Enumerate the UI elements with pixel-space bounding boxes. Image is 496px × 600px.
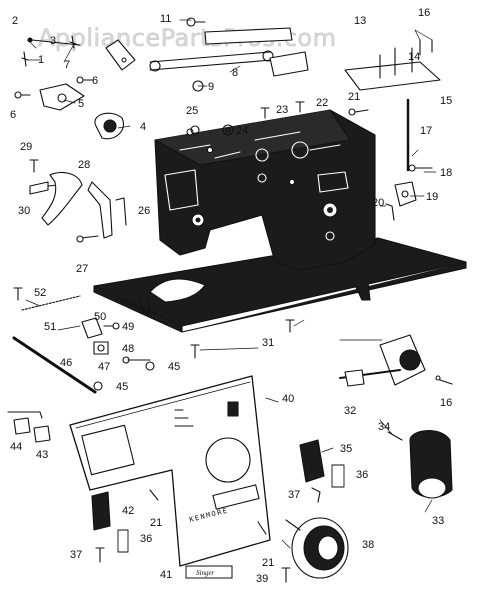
callout-21b: 21: [150, 517, 162, 529]
callout-38: 38: [362, 539, 374, 551]
callout-30: 30: [18, 205, 30, 217]
callout-52: 52: [34, 287, 46, 299]
callout-3: 3: [50, 35, 56, 47]
callout-23: 23: [276, 104, 288, 116]
callout-5: 5: [78, 98, 84, 110]
callout-35: 35: [340, 443, 352, 455]
callout-19: 19: [426, 191, 438, 203]
callout-28: 28: [78, 159, 90, 171]
callout-4: 4: [140, 121, 146, 133]
callout-48: 48: [122, 343, 134, 355]
callout-46: 46: [60, 357, 72, 369]
callout-40: 40: [282, 393, 294, 405]
callout-36a: 36: [356, 469, 368, 481]
callout-29: 29: [20, 141, 32, 153]
callout-20: 20: [372, 197, 384, 209]
callout-9: 9: [208, 81, 214, 93]
callout-1: 1: [38, 54, 44, 66]
callout-21c: 21: [262, 557, 274, 569]
callout-32: 32: [344, 405, 356, 417]
callout-49: 49: [122, 321, 134, 333]
callout-39: 39: [256, 573, 268, 585]
badge-text: Singer: [196, 569, 215, 577]
callout-15: 15: [440, 95, 452, 107]
callout-16b: 16: [440, 397, 452, 409]
left-mid-parts: [29, 159, 127, 243]
callout-41: 41: [160, 569, 172, 581]
callout-42: 42: [122, 505, 134, 517]
callout-25: 25: [186, 105, 198, 117]
callout-31: 31: [262, 337, 274, 349]
callout-6a: 6: [92, 75, 98, 87]
callout-43: 43: [36, 449, 48, 461]
callout-labels: 1 2 3 4 5 6 6 7 8 9 11 13 14 15 16 16 17…: [10, 7, 452, 585]
callout-27: 27: [76, 263, 88, 275]
machine-base-plate: [93, 237, 467, 333]
callout-51: 51: [44, 321, 56, 333]
callout-2: 2: [12, 15, 18, 27]
callout-37b: 37: [70, 549, 82, 561]
callout-50: 50: [94, 311, 106, 323]
callout-44: 44: [10, 441, 22, 453]
top-linkage-parts: [21, 17, 441, 221]
callout-47: 47: [98, 361, 110, 373]
callout-8: 8: [232, 67, 238, 79]
callout-45a: 45: [168, 361, 180, 373]
leader-lines: [25, 19, 437, 549]
callout-11: 11: [160, 13, 171, 25]
callout-45b: 45: [116, 381, 128, 393]
callout-36b: 36: [140, 533, 152, 545]
callout-16a: 16: [418, 7, 430, 19]
callout-13: 13: [354, 15, 366, 27]
callout-6b: 6: [10, 109, 16, 121]
callout-33: 33: [432, 515, 444, 527]
callout-26: 26: [138, 205, 150, 217]
callout-37a: 37: [288, 489, 300, 501]
left-upper-parts: [14, 76, 124, 140]
badge-plate: Singer: [185, 565, 233, 579]
callout-14: 14: [408, 51, 420, 63]
left-lower-parts: [7, 287, 155, 443]
callout-17: 17: [420, 125, 432, 137]
callout-7: 7: [64, 59, 70, 71]
callout-22: 22: [316, 97, 328, 109]
callout-24: 24: [236, 125, 248, 137]
callout-34: 34: [378, 421, 390, 433]
machine-arm-casting: [154, 109, 376, 271]
callout-21a: 21: [348, 91, 360, 103]
right-lower-parts: [91, 319, 453, 583]
callout-18: 18: [440, 167, 452, 179]
front-faceplate: [69, 375, 271, 567]
